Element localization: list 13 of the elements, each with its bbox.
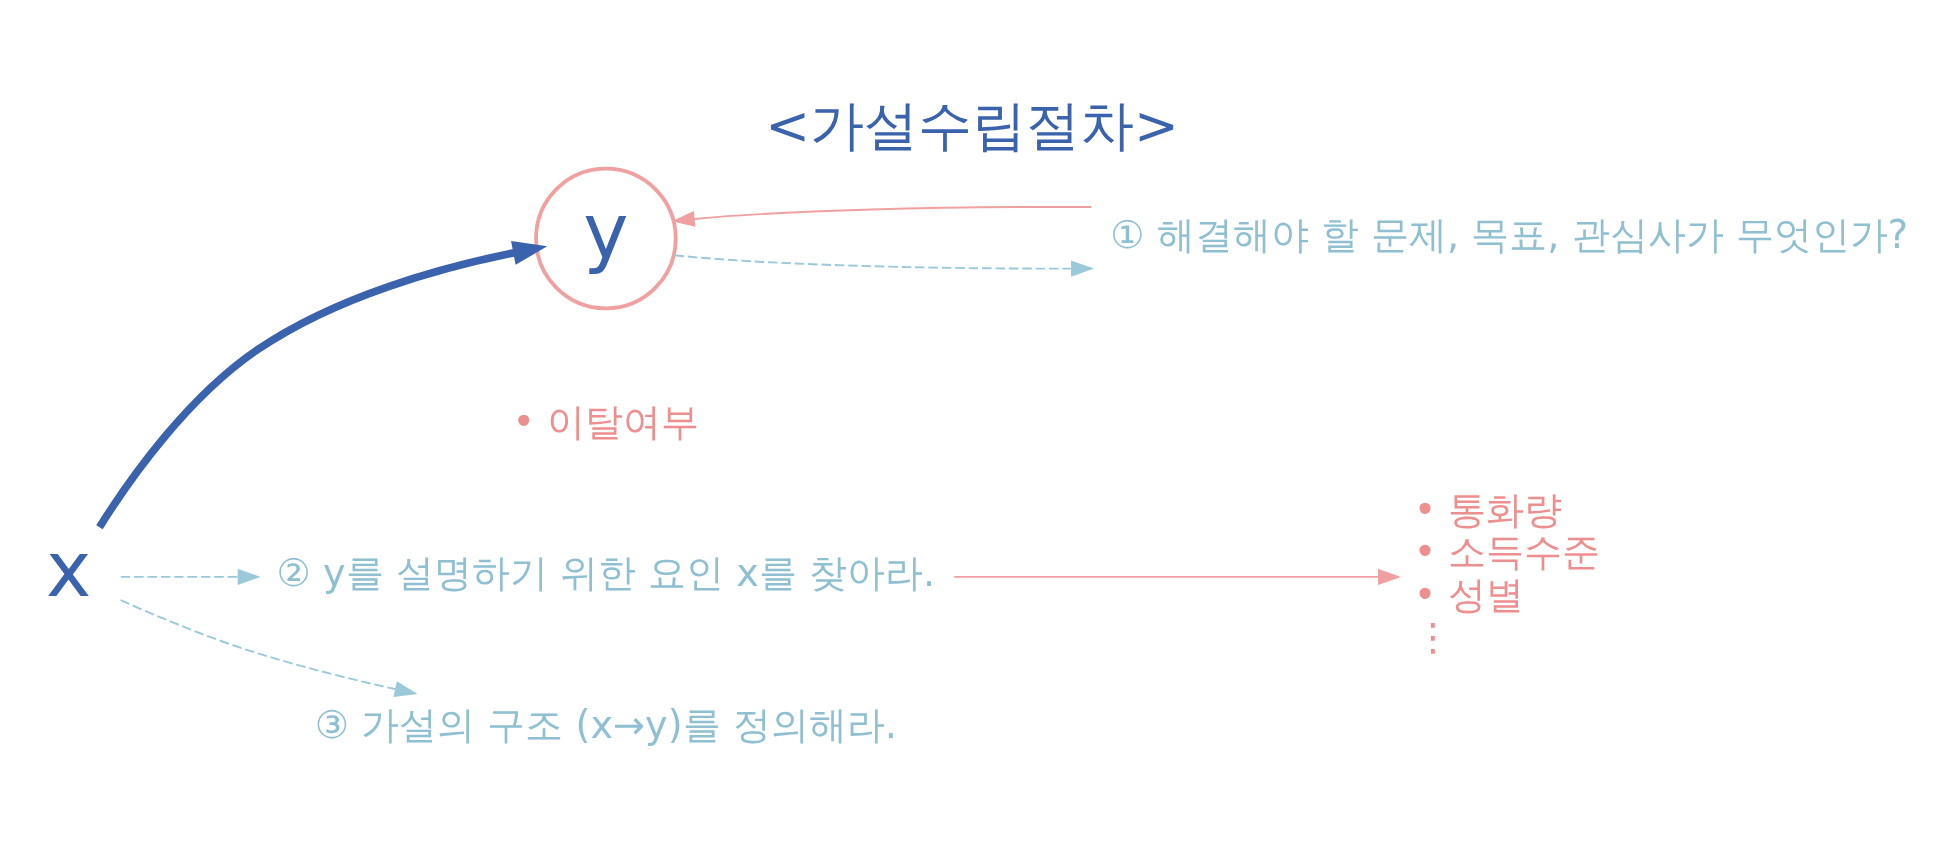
diagram-title: <가설수립절차> (765, 93, 1179, 157)
arrow (119, 568, 261, 585)
node-label: • 이탈여부 (512, 399, 700, 444)
node-text: ③ 가설의 구조 (x→y)를 정의해라. (314, 702, 897, 746)
arrow (119, 598, 418, 697)
node-text: x (46, 524, 92, 614)
node-text: • 통화량 • 소득수준 • 성별 ⋮ (1413, 487, 1601, 659)
arrow (96, 240, 548, 529)
arrow (673, 253, 1095, 277)
node-text: ② y를 설명하기 위한 요인 x를 찾아라. (276, 550, 936, 595)
node-circle: y (534, 166, 678, 310)
node-text: ① 해결해야 할 문제, 목표, 관심사가 무엇인가? (1110, 212, 1909, 257)
arrow (953, 568, 1401, 585)
